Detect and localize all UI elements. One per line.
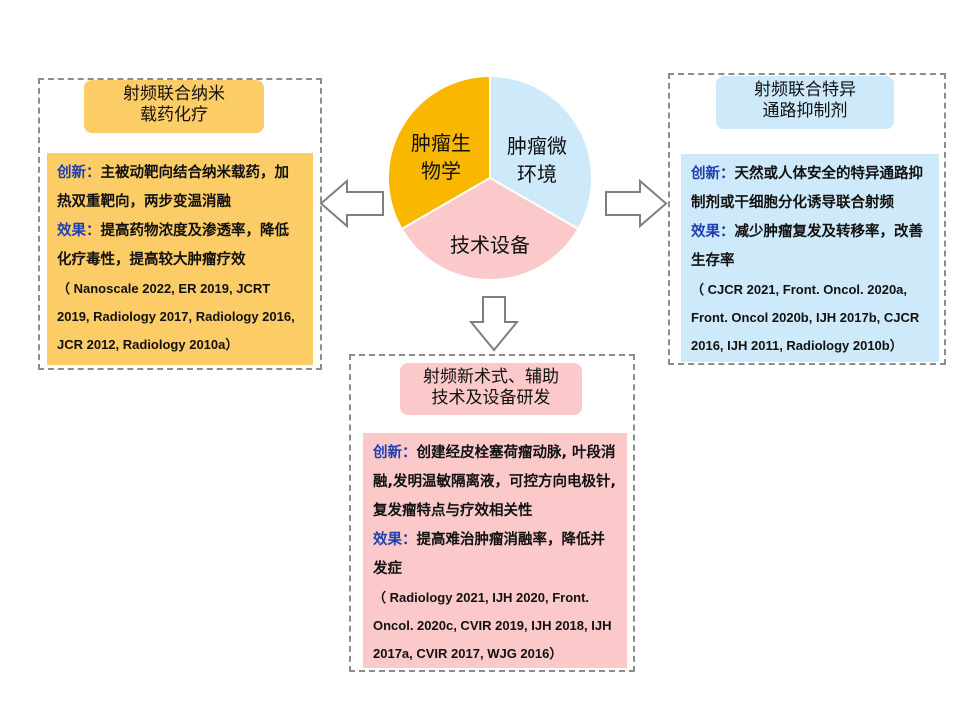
right-innovation-text: 天然或人体安全的特异通路抑制剂或干细胞分化诱导联合射频 — [691, 166, 923, 211]
bottom-tag-line-2: 技术及设备研发 — [431, 388, 551, 408]
bottom-innovation-text: 创建经皮栓塞荷瘤动脉, 叶段消融,发明温敏隔离液，可控方向电极针, 复发瘤特点与… — [373, 445, 617, 519]
bottom-effect-text: 提高难治肿瘤消融率，降低并发症 — [373, 532, 605, 577]
arrow-right-icon — [605, 178, 668, 229]
left-tag-line-2: 载药化疗 — [140, 105, 208, 125]
right-effect-label: 效果： — [691, 224, 735, 240]
right-tag-line-1: 射频联合特异 — [754, 80, 856, 100]
segment-tumor-biology — [387, 74, 491, 231]
segment-microenvironment — [489, 74, 593, 231]
right-content-box: 创新：天然或人体安全的特异通路抑制剂或干细胞分化诱导联合射频 效果：减少肿瘤复发… — [681, 154, 939, 362]
right-citation: （ CJCR 2021, Front. Oncol. 2020a, Front.… — [691, 282, 920, 353]
bottom-panel — [349, 354, 635, 672]
segment-technology — [400, 176, 580, 281]
segment-microenvironment-label-1: 肿瘤微 — [507, 134, 567, 158]
right-effect-text: 减少肿瘤复发及转移率，改善生存率 — [691, 224, 923, 269]
left-tag: 射频联合纳米 载药化疗 — [84, 80, 264, 133]
segment-tumor-biology-label-2: 物学 — [421, 159, 461, 183]
arrow-left-icon — [319, 178, 384, 229]
right-tag: 射频联合特异 通路抑制剂 — [716, 76, 894, 129]
right-panel — [668, 73, 946, 365]
left-effect-label: 效果： — [57, 223, 101, 239]
right-innovation-label: 创新： — [691, 166, 735, 182]
bottom-innovation-label: 创新： — [373, 445, 417, 461]
left-effect-text: 提高药物浓度及渗透率，降低化疗毒性，提高较大肿瘤疗效 — [57, 223, 289, 268]
bottom-content-box: 创新：创建经皮栓塞荷瘤动脉, 叶段消融,发明温敏隔离液，可控方向电极针, 复发瘤… — [363, 433, 627, 668]
left-content-box: 创新：主被动靶向结合纳米载药，加热双重靶向，两步变温消融 效果：提高药物浓度及渗… — [47, 153, 313, 365]
left-citation: （ Nanoscale 2022, ER 2019, JCRT 2019, Ra… — [57, 281, 295, 352]
segment-technology-label: 技术设备 — [450, 233, 530, 257]
bottom-tag: 射频新术式、辅助 技术及设备研发 — [400, 363, 582, 415]
bottom-citation: （ Radiology 2021, IJH 2020, Front. Oncol… — [373, 590, 612, 661]
left-tag-line-1: 射频联合纳米 — [123, 84, 225, 104]
right-tag-line-2: 通路抑制剂 — [762, 101, 848, 121]
segment-tumor-biology-label-1: 肿瘤生 — [411, 131, 471, 155]
segment-microenvironment-label-2: 环境 — [517, 162, 557, 186]
arrow-down-icon — [468, 296, 520, 352]
bottom-effect-label: 效果： — [373, 532, 417, 548]
bottom-tag-line-1: 射频新术式、辅助 — [423, 367, 559, 387]
left-innovation-label: 创新： — [57, 165, 101, 181]
left-innovation-text: 主被动靶向结合纳米载药，加热双重靶向，两步变温消融 — [57, 165, 289, 210]
